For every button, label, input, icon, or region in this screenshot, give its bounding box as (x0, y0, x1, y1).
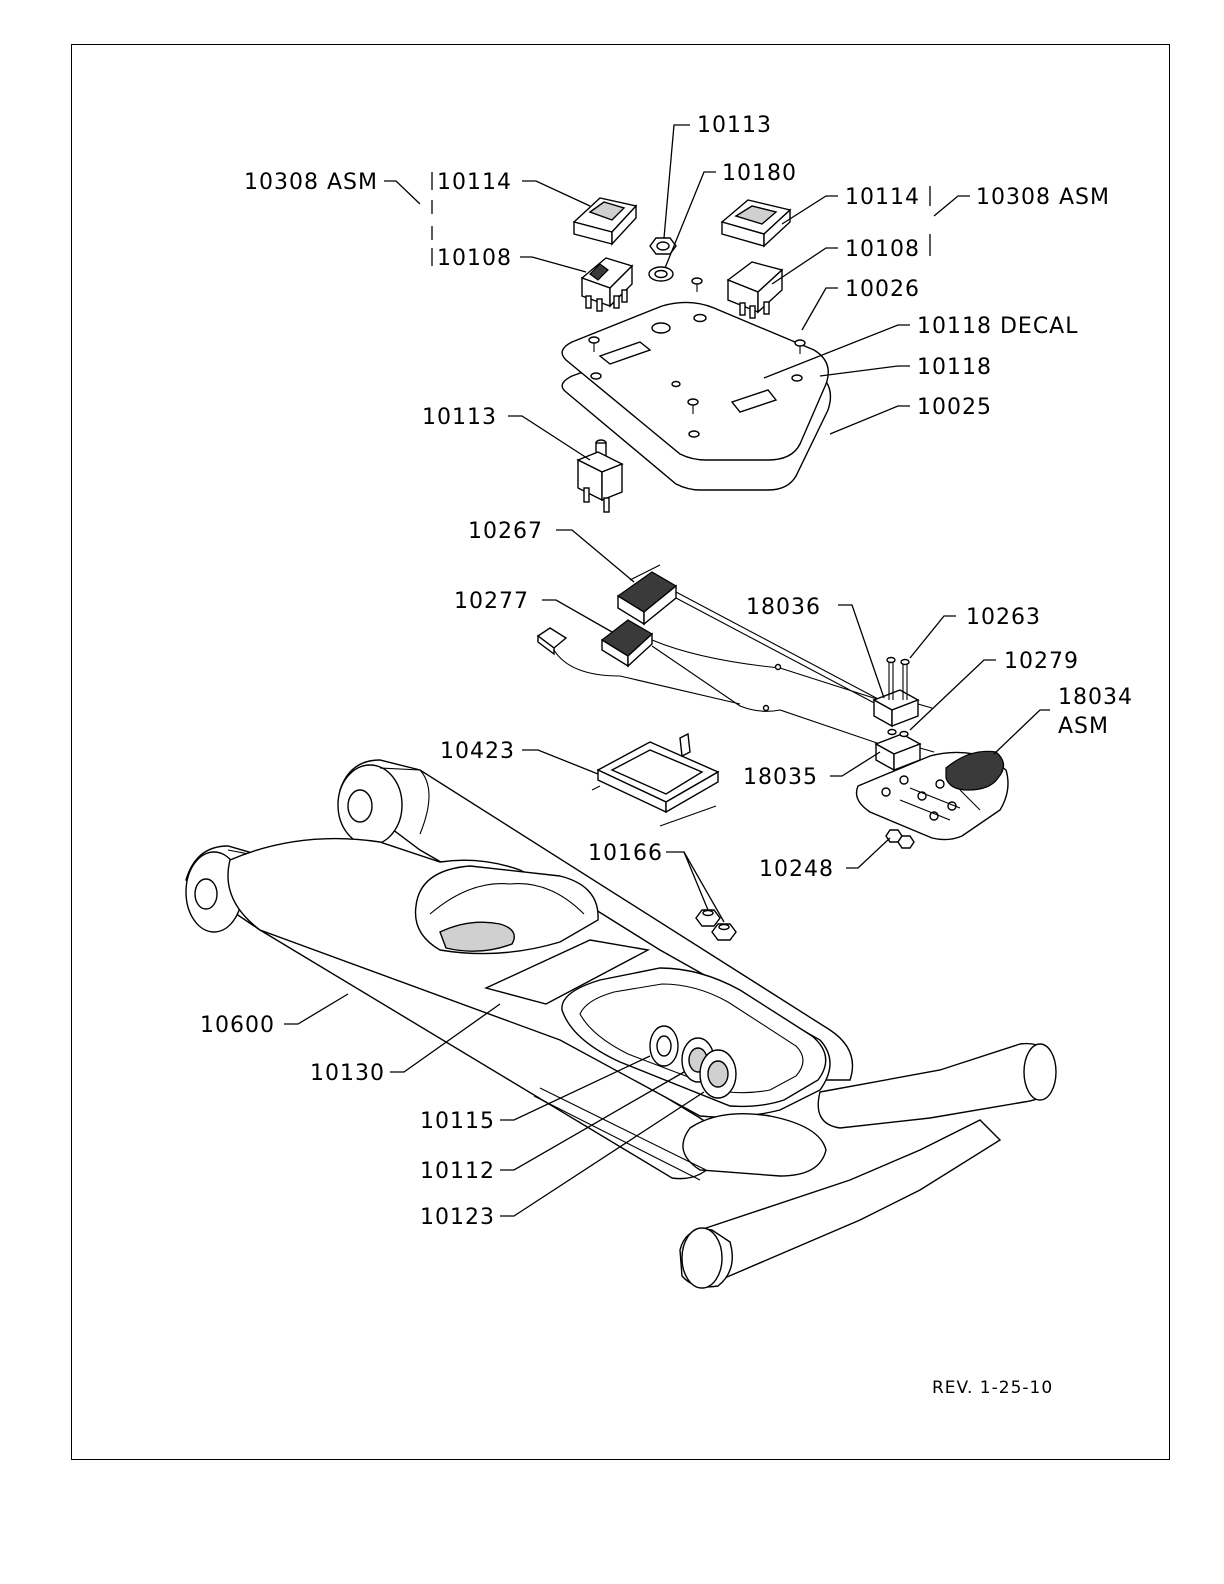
label-10114-right: 10114 (845, 185, 920, 210)
rocker-switch-left (582, 258, 632, 311)
label-10180: 10180 (722, 161, 797, 186)
label-10423: 10423 (440, 739, 515, 764)
label-18034-asm: ASM (1058, 714, 1109, 739)
cover-10423 (592, 734, 718, 826)
label-10108-left: 10108 (437, 246, 512, 271)
rocker-switch-right (728, 262, 782, 318)
label-10130: 10130 (310, 1061, 385, 1086)
label-18035: 18035 (743, 765, 818, 790)
label-10026: 10026 (845, 277, 920, 302)
label-10118: 10118 (917, 355, 992, 380)
label-10600: 10600 (200, 1013, 275, 1038)
cover-plate-10118 (562, 302, 828, 460)
label-10248: 10248 (759, 857, 834, 882)
nut-and-washer (649, 238, 676, 281)
label-10114-left: 10114 (437, 170, 512, 195)
connector-10277 (602, 620, 652, 666)
label-18034: 18034 (1058, 685, 1133, 710)
label-10113-top: 10113 (697, 113, 772, 138)
label-10108-right: 10108 (845, 237, 920, 262)
plug-small (538, 628, 566, 654)
label-10113-mid: 10113 (422, 405, 497, 430)
label-10277: 10277 (454, 589, 529, 614)
frame-10600 (186, 760, 1056, 1288)
bracket-assembly-18034 (857, 751, 1009, 839)
label-10263: 10263 (966, 605, 1041, 630)
switch-cover-right (722, 200, 790, 246)
nuts-10248 (886, 830, 914, 848)
label-10166: 10166 (588, 841, 663, 866)
screw-top (692, 278, 702, 292)
circuit-breaker-10113 (578, 440, 622, 512)
label-10267: 10267 (468, 519, 543, 544)
wire-harness-18036 (554, 592, 880, 744)
label-18036: 18036 (746, 595, 821, 620)
label-10279: 10279 (1004, 649, 1079, 674)
connector-10267 (618, 565, 676, 624)
label-10308-asm-right: 10308 ASM (976, 185, 1110, 210)
nuts-10166 (696, 910, 736, 940)
label-10308-asm-left: 10308 ASM (244, 170, 378, 195)
label-10123: 10123 (420, 1205, 495, 1230)
revision-note: REV. 1-25-10 (932, 1378, 1053, 1398)
label-10115: 10115 (420, 1109, 495, 1134)
label-10118-decal: 10118 DECAL (917, 314, 1079, 339)
label-10112: 10112 (420, 1159, 495, 1184)
label-10025: 10025 (917, 395, 992, 420)
switch-cover-left (574, 198, 636, 244)
